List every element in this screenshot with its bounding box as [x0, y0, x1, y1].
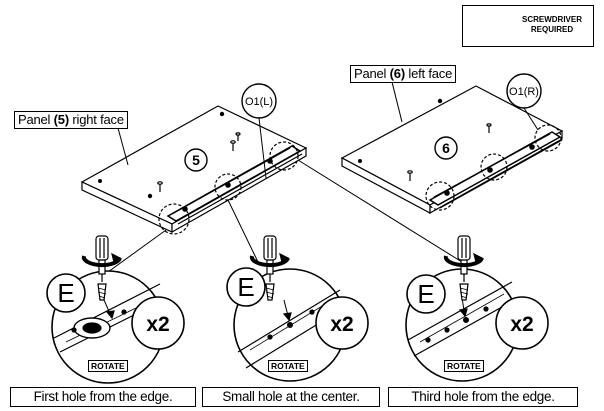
caption-step-3: Third hole from the edge. — [388, 387, 578, 407]
caption-step-1: First hole from the edge. — [10, 387, 196, 407]
screwdriver-1 — [81, 235, 122, 301]
rotate-tag-3: ROTATE — [444, 360, 484, 372]
screw-e-2: E — [237, 272, 254, 302]
caption-step-2: Small hole at the center. — [202, 387, 380, 407]
callout-o1l: O1(L) — [245, 96, 273, 108]
qty-1: x2 — [146, 313, 169, 336]
screwdriver-3 — [443, 235, 484, 301]
qty-3: x2 — [510, 313, 533, 336]
panel-5-number: 5 — [192, 152, 200, 168]
rotate-tag-2: ROTATE — [268, 360, 308, 372]
screw-e-3: E — [417, 279, 434, 309]
panel-6-drawing — [340, 73, 564, 215]
panel-6-label: Panel (6) left face — [350, 65, 457, 83]
screw-e-1: E — [57, 278, 74, 308]
panel-5-label: Panel (5) right face — [14, 111, 128, 129]
panel-6-number: 6 — [442, 140, 450, 156]
callout-o1r: O1(R) — [509, 86, 539, 98]
notice-line-1: SCREWDRIVER — [521, 15, 582, 24]
qty-2: x2 — [330, 313, 353, 336]
panel-5-drawing — [80, 83, 308, 235]
screwdriver-required-notice: SCREWDRIVER REQUIRED — [462, 5, 594, 47]
rotate-tag-1: ROTATE — [88, 360, 128, 372]
notice-line-2: REQUIRED — [530, 25, 574, 34]
screwdriver-2 — [249, 235, 290, 301]
